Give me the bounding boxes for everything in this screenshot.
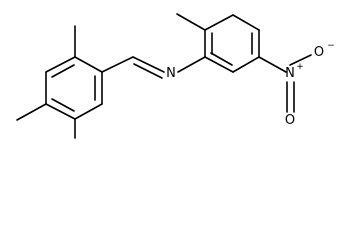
bond (232, 56, 260, 73)
bond (132, 56, 165, 73)
bond (16, 103, 47, 121)
nitro-o-double-label: O (285, 113, 295, 128)
bond (258, 56, 287, 73)
nitro-n-charge: + (296, 62, 304, 72)
bond (45, 56, 76, 73)
nitro-o-single-label: O (314, 45, 324, 60)
nitro-n-label: N (285, 66, 295, 81)
bond (51, 98, 75, 112)
bond (133, 63, 163, 79)
bond (177, 56, 206, 73)
atom-labels: N N + O − O (166, 41, 335, 128)
bond (51, 64, 75, 78)
bond (210, 52, 233, 66)
bond (204, 14, 234, 31)
molecule-structure: N N + O − O (16, 13, 335, 139)
bond (74, 56, 103, 73)
bond (45, 103, 76, 120)
imine-n-label: N (166, 66, 176, 81)
nitro-o-charge: − (327, 41, 335, 51)
bond (232, 14, 260, 31)
bond (289, 54, 312, 66)
bonds (16, 13, 312, 139)
bond (74, 103, 103, 120)
bond (101, 56, 134, 73)
bond (204, 56, 234, 73)
bond (176, 13, 206, 31)
